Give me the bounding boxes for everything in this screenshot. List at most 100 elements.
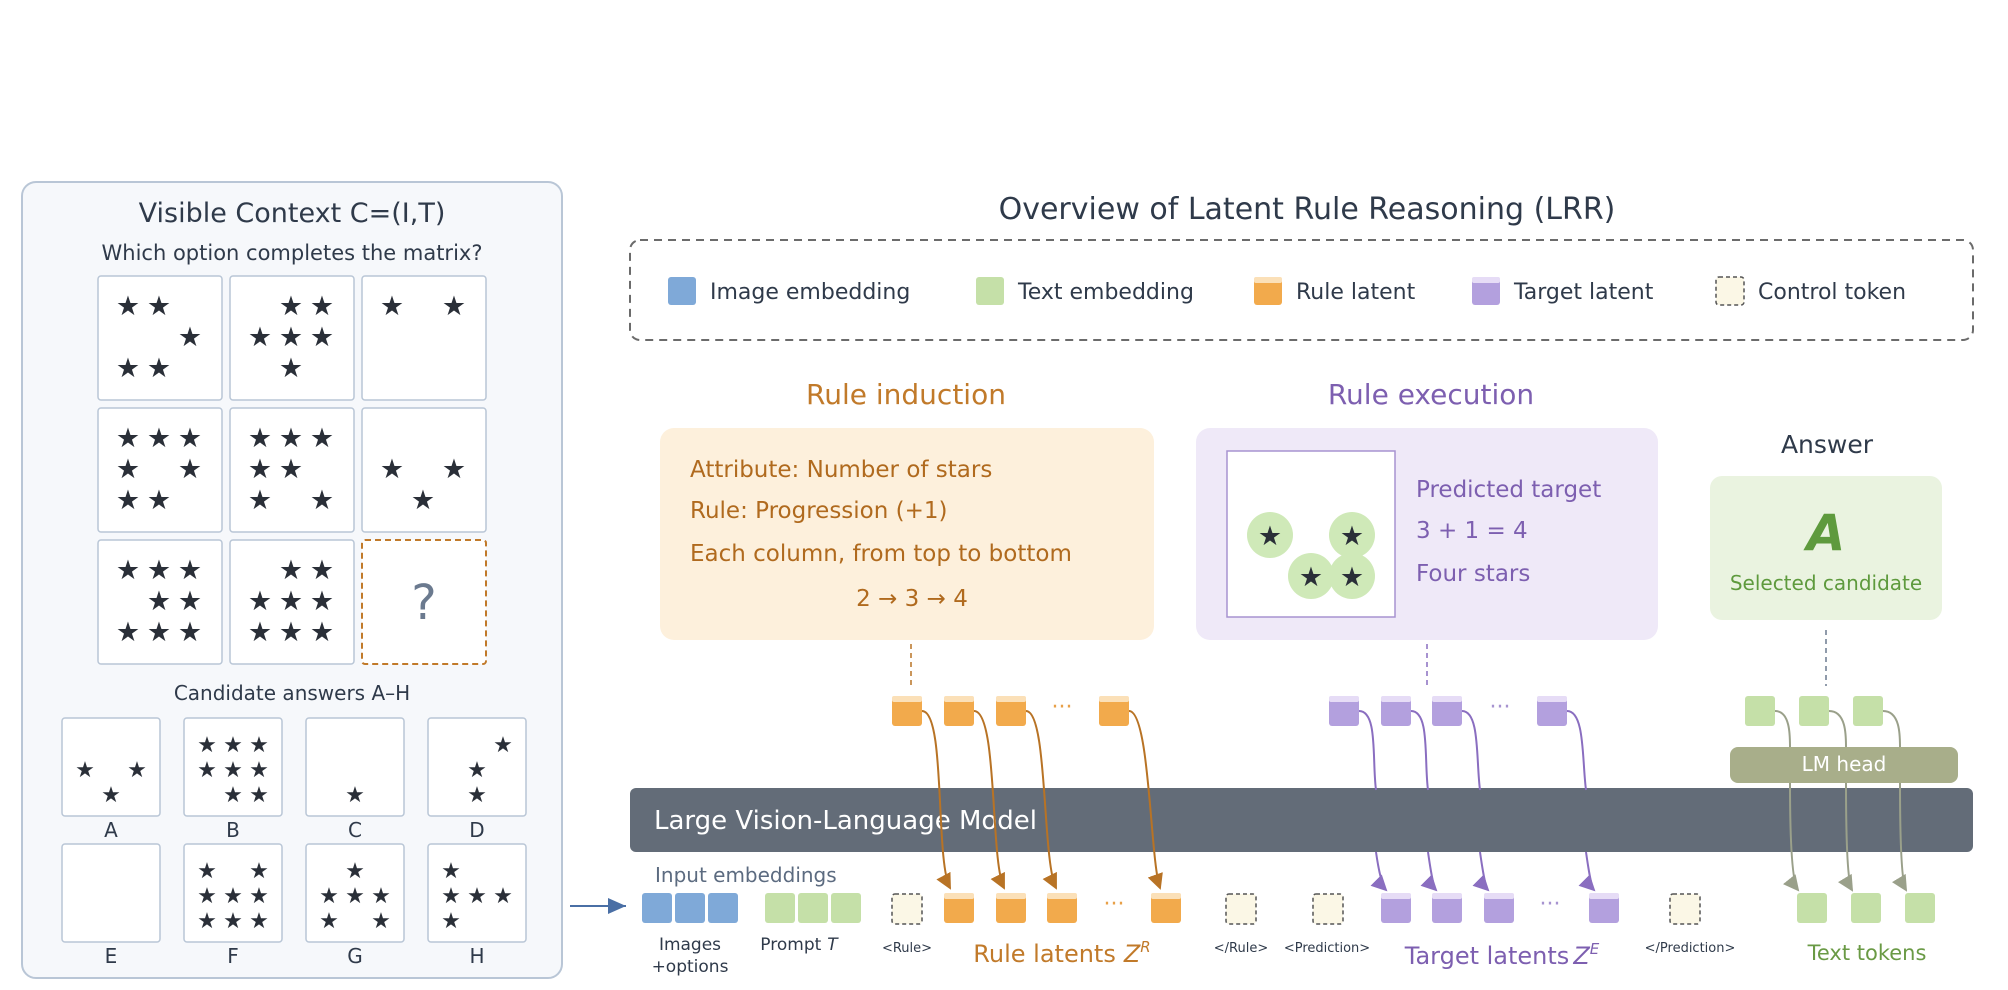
matrix-star: ★ [279,454,303,485]
context-title: Visible Context C=(I,T) [139,198,446,229]
matrix-star: ★ [310,291,334,322]
legend-item-image: Image embedding [668,277,910,305]
matrix-star: ★ [248,485,272,516]
text-embedding-swatch [976,277,1004,305]
predicted-stars: ★ ★ ★ ★ [1247,512,1375,599]
answer-letter: A [1803,504,1846,562]
candidate-star: ★ [223,783,243,808]
matrix-star: ★ [310,617,334,648]
matrix-star: ★ [147,353,171,384]
rule-open-token [891,893,923,925]
text-token-inputs [1797,893,1935,923]
matrix-star: ★ [279,617,303,648]
matrix-star: ★ [178,617,202,648]
rule-latent-outputs: ··· [892,695,1129,726]
candidate-star: ★ [127,758,147,783]
candidate-star: ★ [75,758,95,783]
matrix-star: ★ [178,322,202,353]
matrix-star: ★ [178,454,202,485]
text-token-flows [1774,710,1908,892]
candidate-star: ★ [249,909,269,934]
target-latent-outputs: ··· [1329,695,1567,726]
candidate-star: ★ [371,909,391,934]
candidate-letter: A [104,818,118,842]
candidate-star: ★ [223,733,243,758]
candidate-star: ★ [249,859,269,884]
target-latent-flows [1358,710,1596,892]
candidate-letter: B [226,818,240,842]
candidate-cell [427,843,527,943]
matrix-star: ★ [310,322,334,353]
matrix-star: ★ [248,586,272,617]
induction-sequence: 2 → 3 → 4 [856,586,968,612]
rule-latent-swatch [1254,277,1282,305]
rule-open-label: <Rule> [882,941,932,956]
matrix-star: ★ [147,617,171,648]
matrix-cell [361,275,487,401]
matrix-cell [361,407,487,533]
candidate-grid: ★★★A★★★★★★★★B★C★★★DE★★★★★★★★F★★★★★★G★★★★… [61,717,527,968]
matrix-star: ★ [248,617,272,648]
matrix-star: ★ [116,454,140,485]
answer-title: Answer [1781,430,1874,459]
candidate-star: ★ [493,733,513,758]
matrix-star: ★ [116,485,140,516]
matrix-cell [97,275,223,401]
candidate-cell [183,717,283,817]
candidate-star: ★ [467,758,487,783]
legend-box [629,239,1974,341]
execution-line-2: 3 + 1 = 4 [1416,518,1528,544]
candidate-star: ★ [371,884,391,909]
matrix-star: ★ [116,423,140,454]
candidate-star: ★ [197,733,217,758]
matrix-star: ★ [310,586,334,617]
missing-question-mark: ? [411,575,436,631]
context-question: Which option completes the matrix? [102,241,483,265]
matrix-star: ★ [178,555,202,586]
rule-latent-inputs: ··· [944,892,1181,923]
rule-execution-title: Rule execution [1328,378,1534,411]
candidate-star: ★ [467,884,487,909]
matrix-star: ★ [116,353,140,384]
candidates-title: Candidate answers A–H [174,681,410,705]
candidate-cell [305,843,405,943]
matrix-star: ★ [147,291,171,322]
legend-label-image: Image embedding [710,280,910,305]
vlm-label: Large Vision-Language Model [654,806,1037,836]
legend-item-control: Control token [1715,276,1906,306]
matrix-star: ★ [248,454,272,485]
prediction-close-label: </Prediction> [1645,941,1736,956]
lm-head [1730,747,1958,783]
rule-close-label: </Rule> [1214,941,1268,956]
rule-latent-dots: ··· [1052,695,1073,720]
lm-head-label: LM head [1802,752,1887,776]
matrix-star: ★ [178,586,202,617]
image-embeddings [642,893,738,923]
rule-induction-title: Rule induction [806,378,1006,411]
matrix-star: ★ [116,291,140,322]
text-token-outputs [1745,696,1883,726]
matrix-star: ★ [279,291,303,322]
overview-title: Overview of Latent Rule Reasoning (LRR) [999,192,1616,227]
matrix-star: ★ [248,322,272,353]
candidate-star: ★ [223,884,243,909]
matrix-star: ★ [178,423,202,454]
legend-label-target: Target latent [1513,280,1654,305]
candidate-star: ★ [441,859,461,884]
execution-line-1: Predicted target [1416,477,1601,503]
candidate-star: ★ [249,884,269,909]
matrix-star: ★ [147,555,171,586]
image-embedding-swatch [668,277,696,305]
candidate-letter: F [227,944,239,968]
puzzle-matrix: ★★★★★★★★★★★★★★★★★★★★★★★★★★★★★★★★★★★★★★★★… [97,275,487,665]
matrix-star: ★ [380,291,404,322]
candidate-star: ★ [493,884,513,909]
candidate-star: ★ [197,859,217,884]
matrix-star: ★ [279,322,303,353]
candidate-star: ★ [345,884,365,909]
induction-attribute: Attribute: Number of stars [690,457,992,483]
predicted-star: ★ [1340,562,1364,593]
